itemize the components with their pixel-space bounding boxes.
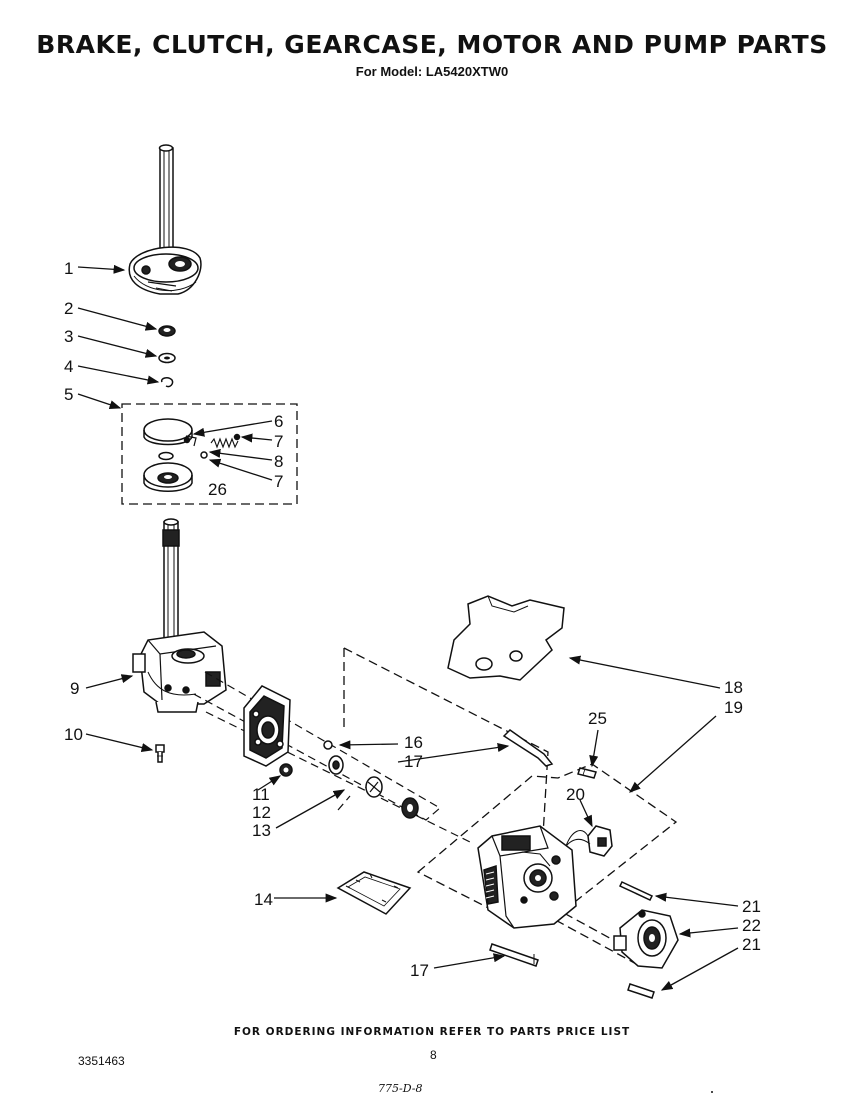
leader-11-12 <box>257 775 282 791</box>
leader-18 <box>568 655 721 689</box>
callout-8: 8 <box>274 452 283 471</box>
callout-3: 3 <box>64 327 73 346</box>
callout-9: 9 <box>70 679 79 698</box>
callout-19: 19 <box>724 698 743 717</box>
leader-9 <box>85 674 134 689</box>
part-26-brake-disc <box>143 451 193 492</box>
leader-1 <box>77 264 126 274</box>
page-title: BRAKE, CLUTCH, GEARCASE, MOTOR AND PUMP … <box>36 30 828 59</box>
callout-14: 14 <box>254 890 273 909</box>
leader-17a <box>397 742 510 763</box>
callout-13: 13 <box>252 821 271 840</box>
leader-3 <box>77 335 158 358</box>
leader-6 <box>192 420 273 437</box>
leader-13 <box>275 789 346 829</box>
page-number: 8 <box>430 1048 437 1062</box>
part-3-ring <box>158 352 176 364</box>
part-17-rod <box>489 729 554 967</box>
leader-19 <box>629 715 717 793</box>
callout-6: 6 <box>274 412 283 431</box>
part-4-clip <box>160 377 174 388</box>
callout-25: 25 <box>588 709 607 728</box>
callout-7a: 7 <box>274 432 283 451</box>
callout-5: 5 <box>64 385 73 404</box>
callout-22: 22 <box>742 916 761 935</box>
part-21-clip <box>618 881 655 999</box>
callout-2: 2 <box>64 299 73 318</box>
leader-7a <box>240 433 273 443</box>
ordering-note: FOR ORDERING INFORMATION REFER TO PARTS … <box>233 1026 631 1038</box>
leader-20 <box>579 799 593 828</box>
leader-2 <box>77 307 158 331</box>
leader-16 <box>338 740 399 750</box>
part-9-gearcase <box>132 518 227 713</box>
model-subtitle: For Model: LA5420XTW0 <box>355 64 509 79</box>
part-18-cover-plate <box>447 595 565 681</box>
part-25-screw <box>577 767 597 779</box>
leader-25 <box>589 729 599 768</box>
leader-17b <box>433 953 506 969</box>
callout-17a: 17 <box>404 752 423 771</box>
leader-21b <box>660 947 739 991</box>
part-14-gasket <box>336 871 412 915</box>
callout-7b: 7 <box>274 472 283 491</box>
part-13-impeller <box>323 740 419 819</box>
callout-21a: 21 <box>742 897 761 916</box>
handwritten-code: 775-D-8 <box>378 1082 423 1095</box>
callout-1: 1 <box>64 259 73 278</box>
part-22-pump-housing <box>613 909 679 969</box>
part-6-brake-band <box>143 418 197 447</box>
callout-26: 26 <box>208 480 227 499</box>
callout-16: 16 <box>404 733 423 752</box>
leader-22 <box>678 927 739 938</box>
document-number: 3351463 <box>78 1054 125 1068</box>
callout-20: 20 <box>566 785 585 804</box>
part-1-shaft-hub <box>128 144 202 295</box>
part-10-screw <box>155 744 165 763</box>
callout-17b: 17 <box>410 961 429 980</box>
callout-10: 10 <box>64 725 83 744</box>
callout-12: 12 <box>252 803 271 822</box>
callout-21b: 21 <box>742 935 761 954</box>
leader-8 <box>208 448 273 461</box>
part-20-switch <box>561 825 613 857</box>
motor <box>477 825 577 929</box>
callout-4: 4 <box>64 357 73 376</box>
part-7-8-spring-pins <box>200 433 241 459</box>
part-2-washer <box>158 325 176 337</box>
leader-5 <box>77 393 122 410</box>
leader-10 <box>85 733 154 752</box>
leader-21a <box>654 892 739 907</box>
part-11-12-pump-cover <box>243 685 293 777</box>
callout-11: 11 <box>252 785 270 804</box>
leader-7b <box>208 458 273 481</box>
part-5-brake-assembly-box <box>121 403 298 505</box>
callout-18: 18 <box>724 678 743 697</box>
leader-4 <box>77 365 160 385</box>
